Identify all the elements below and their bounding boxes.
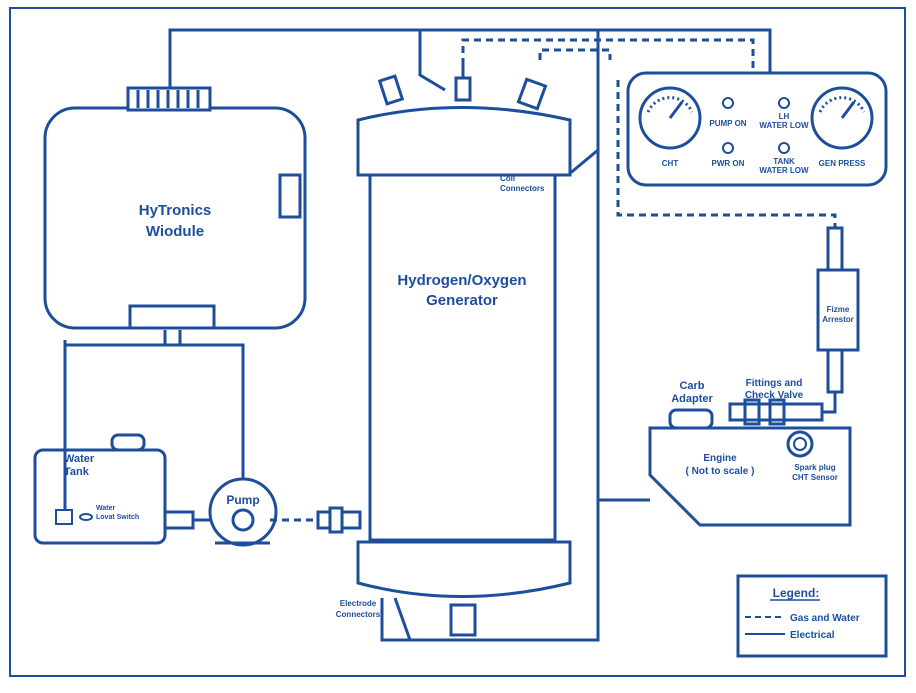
cht-label: CHT: [662, 159, 679, 168]
legend-electrical: Electrical: [790, 630, 835, 641]
fittings-label-1: Fittings and: [746, 378, 803, 389]
module-title-1: HyTronics: [139, 202, 212, 219]
flame-arrestor-label-1: Fizme: [827, 305, 850, 314]
fittings-label-2: Check Valve: [745, 390, 804, 401]
legend-gas-water: Gas and Water: [790, 613, 860, 624]
tank-label-2: WATER LOW: [759, 166, 809, 175]
pump-label: Pump: [226, 493, 259, 507]
coil-label-1: Coil: [500, 174, 515, 183]
water-switch-label-2: Lovat Switch: [96, 514, 139, 521]
water-switch-label-1: Water: [96, 505, 115, 512]
engine: [648, 408, 852, 527]
outer-frame: [9, 7, 906, 677]
water-tank-title-1: Water: [64, 453, 95, 465]
coil-label-2: Connectors: [500, 184, 545, 193]
gas-water-lines: [270, 38, 837, 522]
legend: [736, 574, 888, 658]
legend-title: Legend:: [773, 586, 820, 600]
lh-label-2: WATER LOW: [759, 121, 809, 130]
flame-arrestor: [816, 226, 860, 414]
pump: [208, 477, 278, 547]
engine-label-1: Engine: [703, 453, 737, 464]
generator-title-2: Generator: [426, 292, 498, 309]
check-valve-fittings: [728, 398, 824, 426]
flame-arrestor-label-2: Arrestor: [822, 315, 854, 324]
electrical-wires: [63, 28, 772, 642]
electrode-label-1: Electrode: [340, 599, 377, 608]
carb-label-1: Carb: [679, 380, 704, 392]
pump-on-label: PUMP ON: [709, 119, 746, 128]
gen-press-gauge: [810, 86, 874, 150]
lh-label-1: LH: [779, 112, 790, 121]
water-tank: [33, 433, 210, 545]
water-tank-title-2: Tank: [64, 466, 90, 478]
electrode-label-2: Connectors: [336, 610, 381, 619]
module-title-2: Wiodule: [146, 223, 204, 240]
engine-label-2: ( Not to scale ): [686, 466, 755, 477]
tank-label-1: TANK: [773, 157, 795, 166]
spark-label-1: Spark plug: [794, 463, 835, 472]
generator-title-1: Hydrogen/Oxygen: [397, 272, 526, 289]
gen-press-label: GEN PRESS: [819, 159, 866, 168]
cht-gauge: [638, 86, 702, 150]
hytronics-module: [43, 86, 307, 330]
carb-label-2: Adapter: [671, 393, 713, 405]
pwr-on-label: PWR ON: [712, 159, 745, 168]
spark-label-2: CHT Sensor: [792, 473, 838, 482]
generator-inlet-fitting: [316, 506, 362, 534]
hydrogen-generator: [356, 62, 572, 637]
control-panel: [626, 71, 888, 187]
